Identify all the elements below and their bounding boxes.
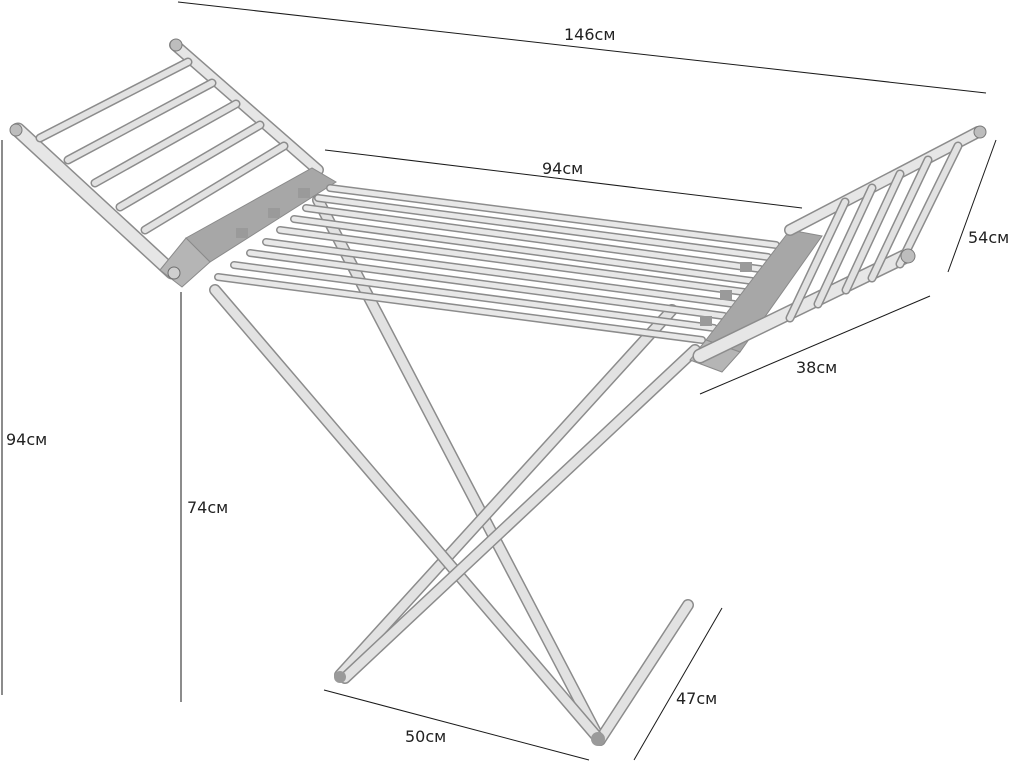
dimension-lines [1,1,997,761]
back-x-leg [312,194,694,746]
label-wing-width: 54см [968,228,1009,247]
dim-line-leg-depth [633,607,723,761]
dim-line-base-width [323,689,590,761]
label-top-height: 74см [187,498,228,517]
dim-line-frame-depth [699,295,931,395]
center-rails [214,184,780,344]
label-total-width: 146см [564,25,615,44]
front-x-leg [209,284,701,746]
label-total-height: 94см [6,430,47,449]
dim-line-total-width [177,1,987,94]
left-wing [9,38,337,288]
towel-dryer [9,38,987,746]
dimension-labels: 146см 94см 54см 38см 94см 74см 47см 50см [6,25,1009,746]
label-frame-depth: 38см [796,358,837,377]
label-leg-depth: 47см [676,689,717,708]
label-inner-rail-length: 94см [542,159,583,178]
right-wing [689,125,987,373]
dim-line-inner-rail [324,149,803,209]
label-base-width: 50см [405,727,446,746]
dim-line-wing-width [947,139,997,273]
